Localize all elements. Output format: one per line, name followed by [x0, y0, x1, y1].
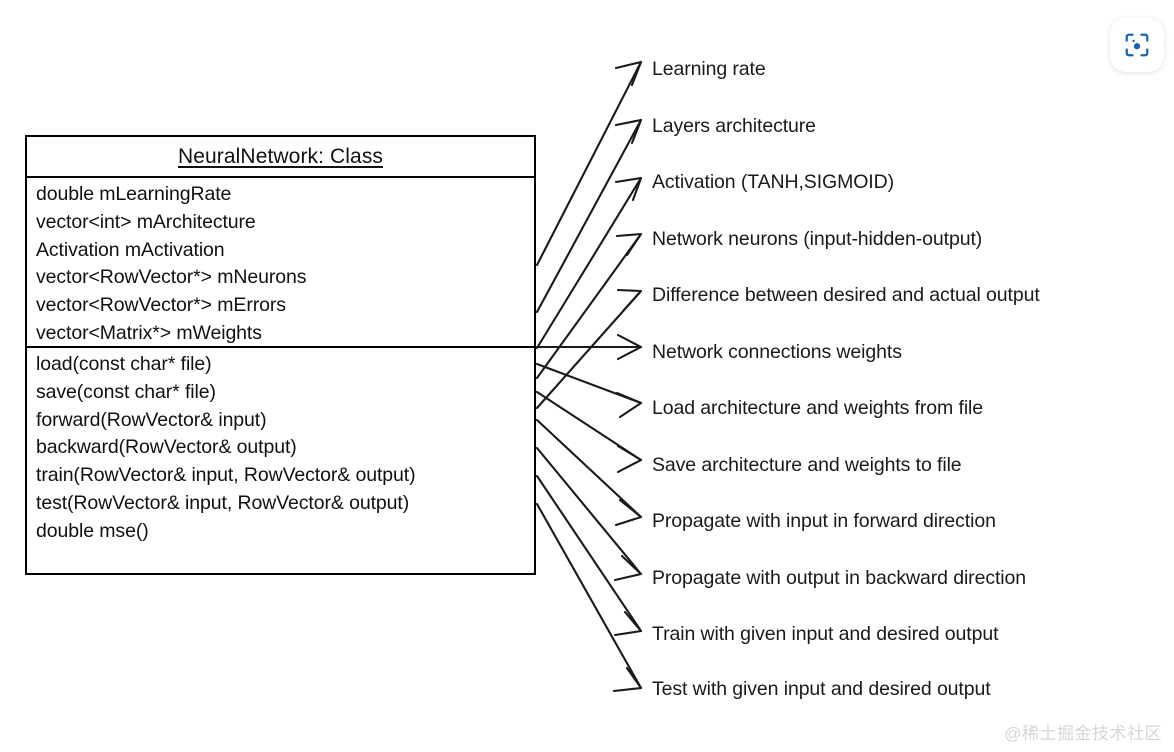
uml-methods-compartment: load(const char* file) save(const char* … — [27, 348, 534, 573]
connector-network-neurons — [535, 232, 643, 380]
annotation-label: Propagate with output in backward direct… — [652, 567, 1027, 589]
annotation-label: Propagate with input in forward directio… — [652, 510, 996, 532]
connector-weights — [535, 333, 643, 361]
connector-train — [535, 474, 643, 637]
uml-method-row: double mse() — [36, 519, 149, 542]
uml-method-row: save(const char* file) — [36, 380, 216, 403]
uml-method-row: test(RowVector& input, RowVector& output… — [36, 491, 410, 514]
connector-load — [535, 362, 643, 419]
connector-test — [535, 502, 643, 693]
uml-method-row: backward(RowVector& output) — [36, 436, 297, 459]
watermark-text: @稀土掘金技术社区 — [1004, 724, 1162, 743]
annotation-label: Train with given input and desired outpu… — [652, 623, 999, 645]
uml-attribute-row: vector<int> mArchitecture — [36, 210, 256, 233]
connector-forward — [535, 418, 643, 527]
uml-class-box: NeuralNetwork: Class double mLearningRat… — [25, 135, 536, 575]
uml-method-row: forward(RowVector& input) — [36, 408, 267, 431]
connector-learning-rate — [535, 60, 643, 267]
uml-attributes-compartment: double mLearningRate vector<int> mArchit… — [27, 178, 534, 348]
annotation-label: Activation (TANH,SIGMOID) — [652, 171, 895, 193]
uml-attribute-row: vector<Matrix*> mWeights — [36, 321, 262, 344]
uml-attribute-row: double mLearningRate — [36, 183, 232, 205]
uml-method-row: load(const char* file) — [36, 353, 212, 375]
annotation-label: Save architecture and weights to file — [652, 454, 962, 476]
uml-attribute-row: vector<RowVector*> mErrors — [36, 294, 286, 317]
annotation-label: Learning rate — [652, 58, 766, 80]
connector-backward — [535, 446, 643, 582]
connector-activation — [535, 176, 643, 350]
uml-attribute-row: Activation mActivation — [36, 238, 225, 261]
annotation-label: Network neurons (input-hidden-output) — [652, 228, 983, 250]
scan-lens-icon — [1125, 33, 1149, 57]
annotation-label: Layers architecture — [652, 115, 816, 137]
uml-attribute-row: vector<RowVector*> mNeurons — [36, 266, 307, 289]
uml-class-title: NeuralNetwork: Class — [177, 144, 384, 168]
annotation-label: Test with given input and desired output — [652, 678, 991, 700]
scan-button[interactable] — [1110, 18, 1164, 72]
annotation-label: Difference between desired and actual ou… — [652, 284, 1040, 306]
connector-errors — [535, 288, 643, 410]
annotation-label: Load architecture and weights from file — [652, 397, 984, 419]
uml-class-header: NeuralNetwork: Class — [27, 137, 534, 178]
uml-method-row: train(RowVector& input, RowVector& outpu… — [36, 464, 416, 487]
connector-save — [535, 390, 643, 474]
annotation-label: Network connections weights — [652, 341, 902, 363]
connector-layers-architecture — [535, 118, 643, 314]
